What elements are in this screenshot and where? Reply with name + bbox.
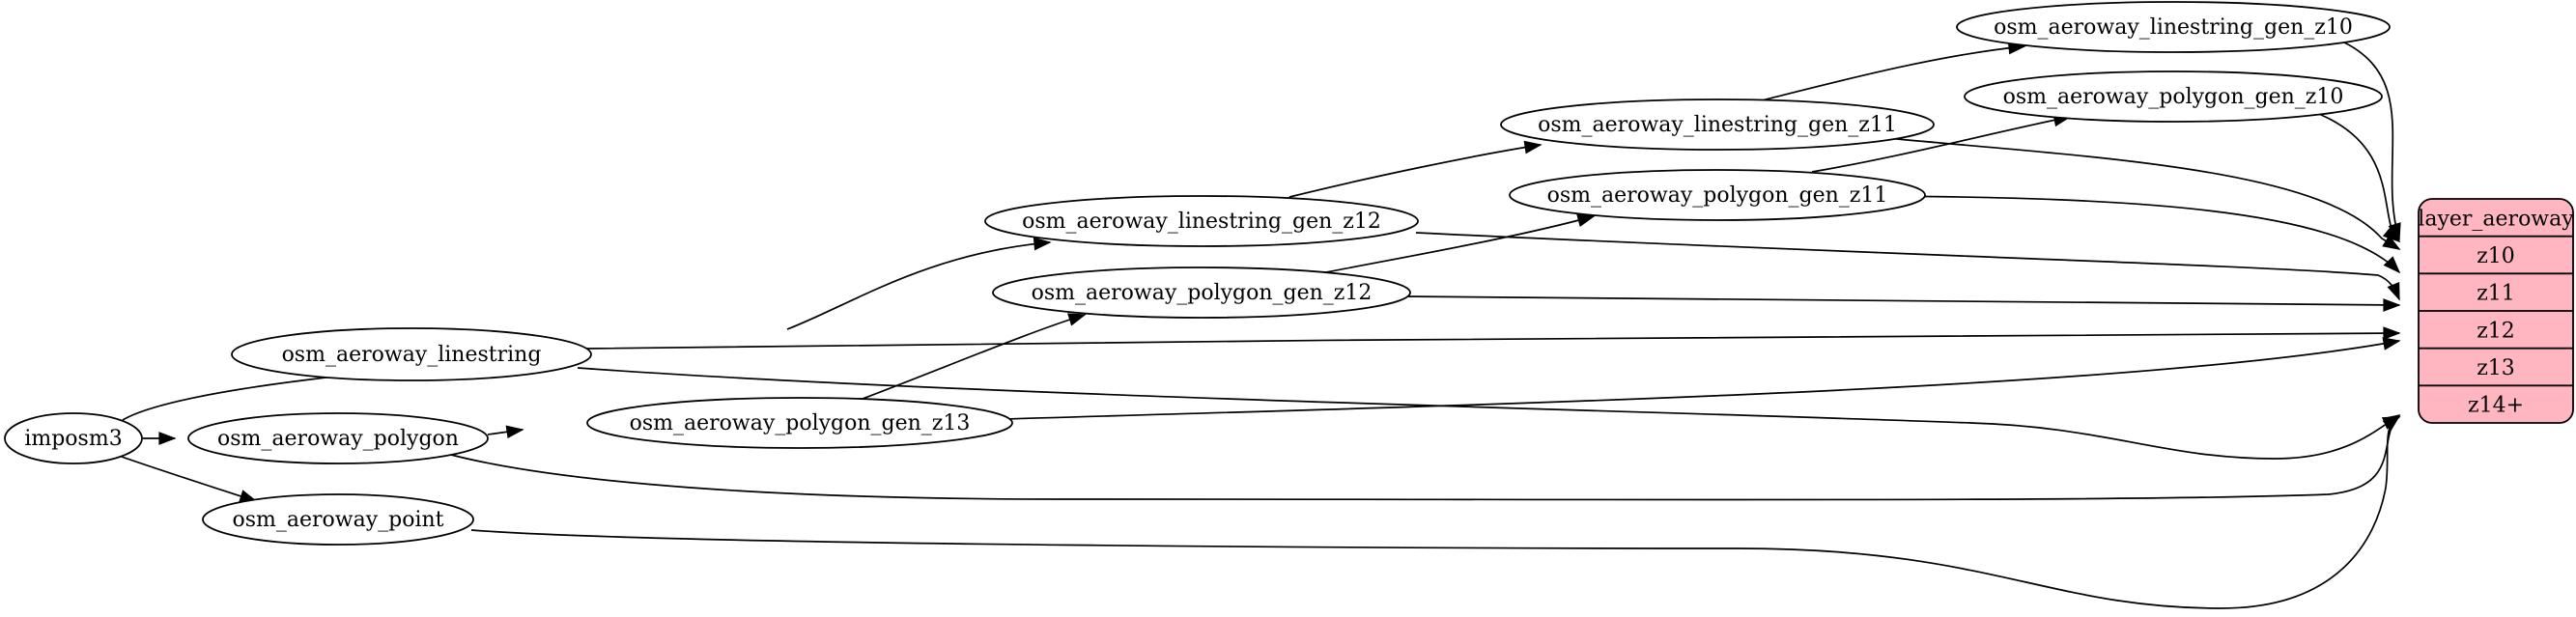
edge-osm-aeroway-linestring-gen-z11-to-layer-aeroway-z11-arrowhead [2382, 235, 2401, 250]
edge-osm-aeroway-point-to-layer-aeroway-z14-arrowhead [2382, 416, 2401, 430]
edge-osm-aeroway-linestring-to-layer-aeroway-z13 [584, 332, 2400, 350]
layer-aeroway-record: layer_aeroway z10 z11 z12 z13 z14+ [2418, 198, 2574, 424]
node-osm-aeroway-linestring-gen-z12[interactable]: osm_aeroway_linestring_gen_z12 [984, 195, 1419, 247]
edge-imposm3-to-osm-aeroway-point [121, 456, 257, 502]
edge-osm-aeroway-point-to-layer-aeroway-z14 [470, 416, 2400, 609]
edge-osm-aeroway-polygon-gen-z12-to-osm-aeroway-polygon-gen-z11-arrowhead [1576, 213, 1596, 227]
edge-osm-aeroway-linestring-to-layer-aeroway-z13-arrowhead [2383, 326, 2401, 340]
edge-osm-aeroway-polygon-to-layer-aeroway-z14 [450, 415, 2400, 501]
node-osm-aeroway-polygon-gen-z10[interactable]: osm_aeroway_polygon_gen_z10 [1964, 70, 2383, 123]
edge-osm-aeroway-polygon-gen-z12-to-osm-aeroway-polygon-gen-z11 [1325, 215, 1595, 273]
edge-osm-aeroway-polygon-gen-z13-to-osm-aeroway-polygon-gen-z12 [862, 314, 1086, 400]
node-label: osm_aeroway_polygon_gen_z10 [2003, 85, 2344, 109]
node-osm-aeroway-polygon-ellipse [187, 412, 489, 464]
node-label: osm_aeroway_linestring [282, 343, 542, 367]
layer-aeroway-title: layer_aeroway [2418, 207, 2574, 231]
edge-osm-aeroway-polygon-gen-z12-to-layer-aeroway-z12-arrowhead [2383, 298, 2401, 312]
edge-osm-aeroway-polygon-gen-z13-to-layer-aeroway-z13 [938, 340, 2400, 422]
node-layer-aeroway[interactable]: layer_aeroway z10 z11 z12 z13 z14+ [2418, 198, 2574, 424]
edge-osm-aeroway-linestring-gen-z12-to-osm-aeroway-linestring-gen-z11-arrowhead [1523, 140, 1543, 154]
node-osm-aeroway-polygon-gen-z10-ellipse [1964, 70, 2383, 123]
edge-osm-aeroway-polygon-gen-z10-to-layer-aeroway-z10 [2310, 110, 2400, 242]
node-osm-aeroway-polygon[interactable]: osm_aeroway_polygon [187, 412, 489, 464]
layer-port-z13: z13 [2477, 356, 2515, 380]
edge-osm-aeroway-linestring-to-layer-aeroway-z14 [577, 367, 2400, 460]
node-osm-aeroway-linestring-gen-z11[interactable]: osm_aeroway_linestring_gen_z11 [1500, 98, 1935, 151]
node-osm-aeroway-polygon-gen-z11-ellipse [1509, 169, 1926, 221]
node-label: osm_aeroway_polygon_gen_z11 [1547, 183, 1888, 208]
layer-port-z10: z10 [2477, 244, 2515, 268]
node-label: osm_aeroway_linestring_gen_z11 [1538, 113, 1897, 137]
node-label: imposm3 [24, 427, 122, 451]
edge-osm-aeroway-linestring-to-osm-aeroway-linestring-gen-z12-arrowhead [1033, 237, 1052, 251]
node-osm-aeroway-linestring-ellipse [231, 327, 592, 381]
layer-port-z12: z12 [2477, 319, 2515, 343]
node-label: osm_aeroway_point [232, 508, 443, 532]
nodes-layer: imposm3 osm_aeroway_linestring osm_aeroway… [4, 1, 2391, 546]
edge-imposm3-to-osm-aeroway-polygon-arrowhead [158, 432, 177, 445]
edge-osm-aeroway-polygon-gen-z12-to-layer-aeroway-z12 [1403, 295, 2400, 306]
edge-osm-aeroway-linestring-gen-z10-to-layer-aeroway-z10 [2339, 40, 2400, 240]
node-osm-aeroway-linestring-gen-z12-ellipse [984, 195, 1419, 247]
node-osm-aeroway-polygon-gen-z12-ellipse [992, 266, 1411, 319]
node-osm-aeroway-point-ellipse [202, 493, 474, 546]
layer-port-z14: z14+ [2468, 394, 2524, 418]
node-imposm3[interactable]: imposm3 [4, 412, 143, 464]
node-label: osm_aeroway_linestring_gen_z12 [1022, 210, 1381, 234]
node-label: osm_aeroway_polygon [217, 427, 459, 451]
edge-osm-aeroway-linestring-gen-z11-to-osm-aeroway-linestring-gen-z10 [1761, 45, 2025, 101]
node-osm-aeroway-polygon-gen-z13[interactable]: osm_aeroway_polygon_gen_z13 [586, 397, 1013, 449]
node-label: osm_aeroway_polygon_gen_z12 [1032, 281, 1373, 305]
node-imposm3-ellipse [4, 412, 143, 464]
edge-osm-aeroway-linestring-gen-z12-to-osm-aeroway-linestring-gen-z11 [1288, 144, 1542, 198]
node-osm-aeroway-polygon-gen-z11[interactable]: osm_aeroway_polygon_gen_z11 [1509, 169, 1926, 221]
node-osm-aeroway-polygon-gen-z13-ellipse [586, 397, 1013, 449]
edge-osm-aeroway-polygon-gen-z13-to-layer-aeroway-z13-arrowhead [2382, 337, 2401, 351]
node-osm-aeroway-linestring-gen-z10[interactable]: osm_aeroway_linestring_gen_z10 [1956, 1, 2391, 53]
node-osm-aeroway-linestring-gen-z10-ellipse [1956, 1, 2391, 53]
node-label: osm_aeroway_polygon_gen_z13 [630, 411, 971, 435]
edges-layer [121, 40, 2401, 609]
node-osm-aeroway-linestring[interactable]: osm_aeroway_linestring [231, 327, 592, 381]
edge-osm-aeroway-linestring-to-osm-aeroway-linestring-gen-z12 [786, 241, 1051, 330]
node-label: osm_aeroway_linestring_gen_z10 [1994, 15, 2353, 40]
edge-osm-aeroway-polygon-gen-z13-to-osm-aeroway-polygon-gen-z12-arrowhead [1067, 313, 1087, 326]
edge-osm-aeroway-polygon-to-osm-aeroway-polygon-gen-z13-arrowhead [505, 425, 524, 439]
edge-osm-aeroway-polygon-gen-z11-to-osm-aeroway-polygon-gen-z10 [1811, 116, 2071, 173]
node-osm-aeroway-polygon-gen-z12[interactable]: osm_aeroway_polygon_gen_z12 [992, 266, 1411, 319]
edge-osm-aeroway-linestring-gen-z12-to-layer-aeroway-z12-arrowhead [2387, 282, 2400, 301]
edge-osm-aeroway-linestring-gen-z12-to-layer-aeroway-z12 [1415, 232, 2400, 300]
edge-osm-aeroway-polygon-gen-z11-to-layer-aeroway-z11-arrowhead [2383, 256, 2401, 274]
node-osm-aeroway-point[interactable]: osm_aeroway_point [202, 493, 474, 546]
edge-osm-aeroway-linestring-gen-z11-to-layer-aeroway-z11 [1876, 136, 2400, 250]
edge-osm-aeroway-polygon-gen-z11-to-layer-aeroway-z11 [1882, 195, 2400, 273]
node-osm-aeroway-linestring-gen-z11-ellipse [1500, 98, 1935, 151]
layer-port-z11: z11 [2477, 282, 2515, 306]
